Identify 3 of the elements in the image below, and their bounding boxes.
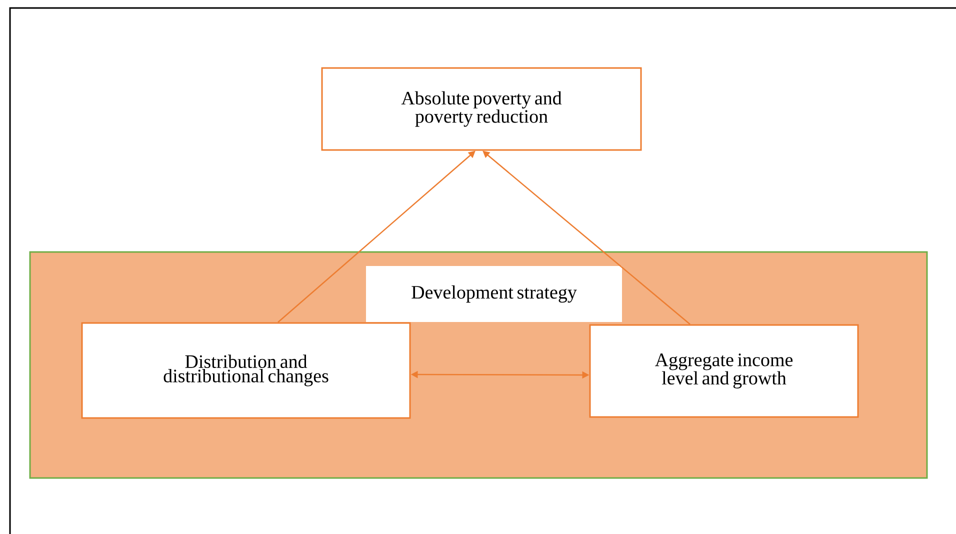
text-box: Aggregate income level and growth — [589, 324, 859, 418]
text-box: Distribution and distributional changes — [81, 322, 411, 419]
text-box: Absolute poverty and poverty reduction — [321, 67, 642, 151]
